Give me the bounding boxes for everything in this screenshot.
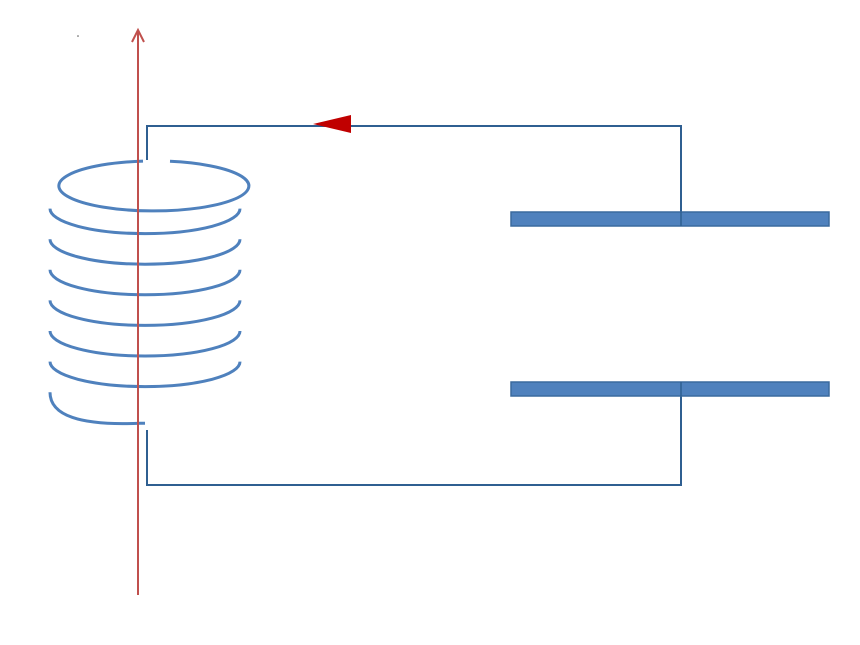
inductor-coil [48,159,251,426]
circuit-wire [146,125,682,486]
coil-turn [48,361,242,389]
coil-turn [57,159,251,213]
coil-turn [48,330,242,358]
capacitor-bottom-plate [510,381,830,397]
coil-turn [48,300,242,327]
up-arrowhead-icon [131,27,145,43]
coil-turn [48,208,242,236]
stray-dot [77,35,79,37]
wire-top-segment [146,125,682,219]
field-axis-arrow [131,27,145,595]
capacitor-top-plate [510,211,830,227]
coil-turn [48,269,242,297]
coil-turn [48,239,242,266]
coil-turn [48,392,145,426]
current-arrow-icon [313,115,351,133]
capacitor [510,211,830,397]
wire-bottom-segment [146,388,682,486]
